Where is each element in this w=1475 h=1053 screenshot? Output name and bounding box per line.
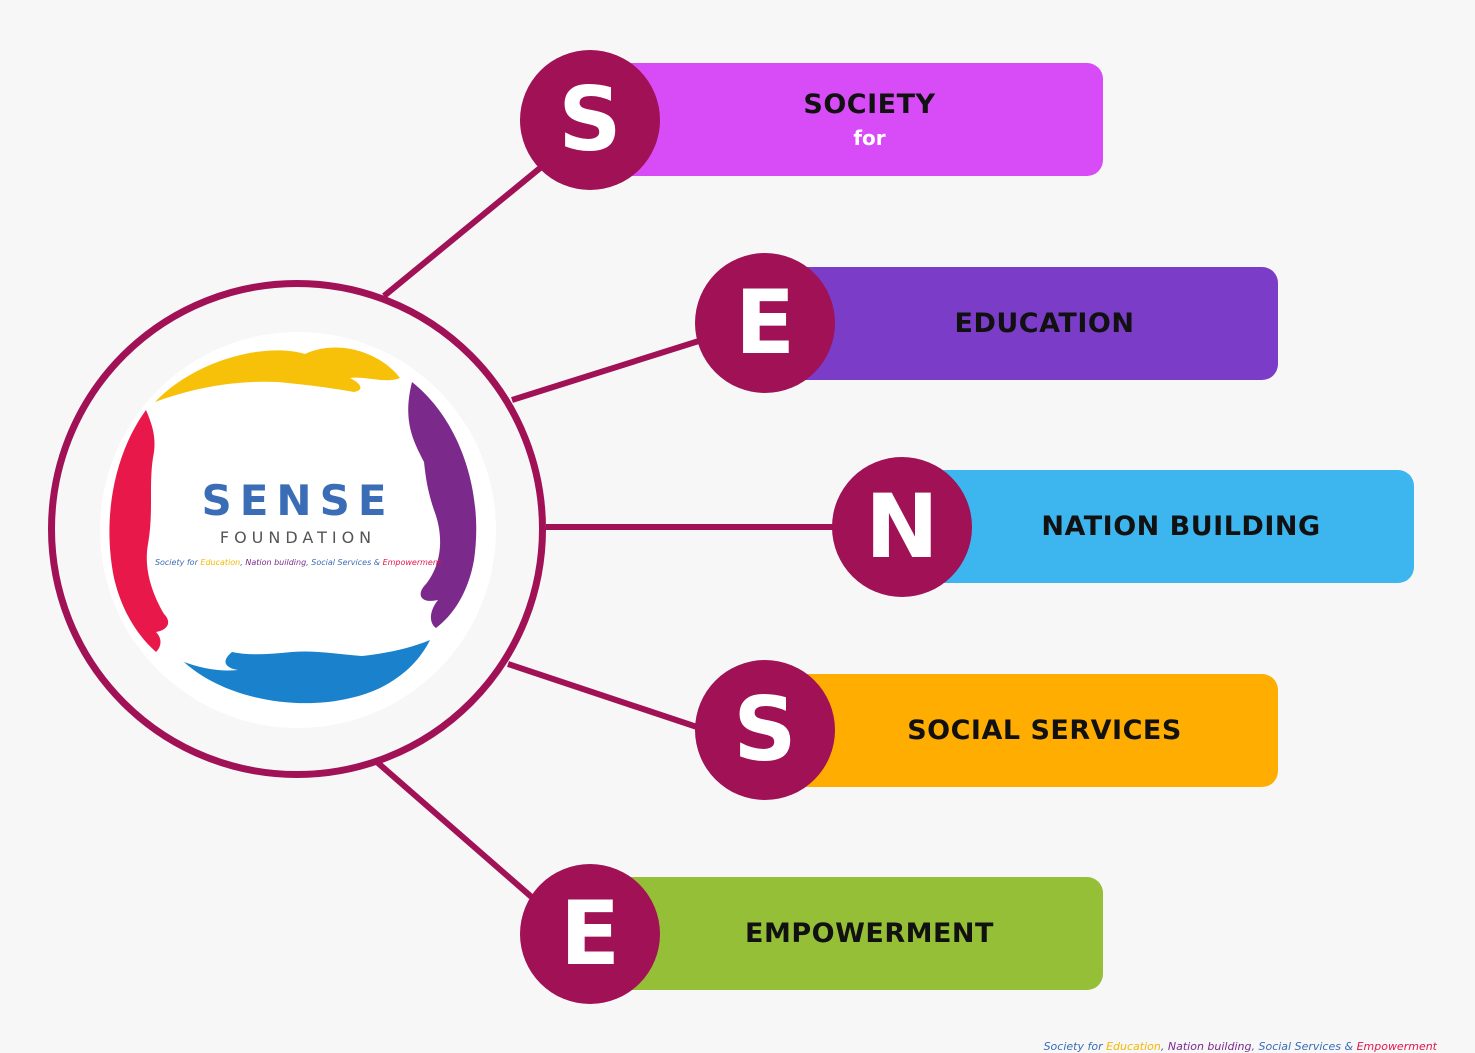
letter-circle-s: S bbox=[695, 660, 835, 800]
yellow-hand-shape bbox=[155, 347, 400, 402]
logo-wordmark: SENSE FOUNDATION bbox=[150, 476, 446, 548]
footer-tagline: Society for Education, Nation building, … bbox=[1044, 1040, 1437, 1053]
letter-circle-e: E bbox=[695, 253, 835, 393]
tagline-segment: Education bbox=[1106, 1040, 1161, 1053]
tagline-segment: Education bbox=[200, 558, 241, 567]
tagline-segment: Nation building bbox=[245, 558, 307, 567]
tagline-segment: Society for bbox=[154, 558, 201, 567]
tagline-segment: Empowerment bbox=[382, 558, 442, 567]
tagline-segment: Nation building bbox=[1167, 1040, 1252, 1053]
letter-circle-e: E bbox=[520, 864, 660, 1004]
logo-title: SENSE bbox=[201, 476, 395, 525]
connector-line-e1 bbox=[511, 337, 703, 403]
connector-line-s1 bbox=[382, 161, 547, 299]
bar-empowerment: EMPOWERMENT bbox=[600, 877, 1103, 990]
tagline-segment: , bbox=[306, 558, 312, 567]
bar-nation-building: NATION BUILDING bbox=[912, 470, 1414, 583]
tagline-segment: , bbox=[1160, 1040, 1168, 1053]
tagline-segment: Society for bbox=[1043, 1040, 1107, 1053]
letter-circle-s: S bbox=[520, 50, 660, 190]
bar-label: SOCIAL SERVICES bbox=[907, 715, 1182, 746]
logo-hands-icon bbox=[109, 347, 477, 704]
blue-hand-shape bbox=[184, 640, 430, 704]
tagline-segment: , bbox=[240, 558, 246, 567]
connector-line-e2 bbox=[376, 760, 537, 903]
connector-line-s2 bbox=[507, 661, 701, 731]
tagline-segment: Empowerment bbox=[1356, 1040, 1437, 1053]
tagline-segment: Social Services bbox=[1258, 1040, 1341, 1053]
bar-social-services: SOCIAL SERVICES bbox=[775, 674, 1278, 787]
bar-society: SOCIETY for bbox=[600, 63, 1103, 176]
bar-label: EDUCATION bbox=[954, 308, 1135, 339]
logo-subtitle: FOUNDATION bbox=[219, 528, 377, 547]
bar-label: NATION BUILDING bbox=[1041, 511, 1321, 542]
red-hand-shape bbox=[109, 410, 169, 652]
bar-label: EMPOWERMENT bbox=[745, 918, 994, 949]
bar-sublabel: for bbox=[853, 126, 886, 150]
bar-education: EDUCATION bbox=[775, 267, 1278, 380]
tagline-segment: & bbox=[1340, 1040, 1357, 1053]
bar-label: SOCIETY bbox=[803, 89, 936, 120]
tagline-segment: & bbox=[371, 558, 383, 567]
tagline-segment: Social Services bbox=[311, 558, 372, 567]
purple-hand-shape bbox=[408, 382, 477, 628]
letter-circle-n: N bbox=[832, 457, 972, 597]
tagline-segment: , bbox=[1251, 1040, 1259, 1053]
logo-tagline: Society for Education, Nation building, … bbox=[140, 558, 456, 567]
